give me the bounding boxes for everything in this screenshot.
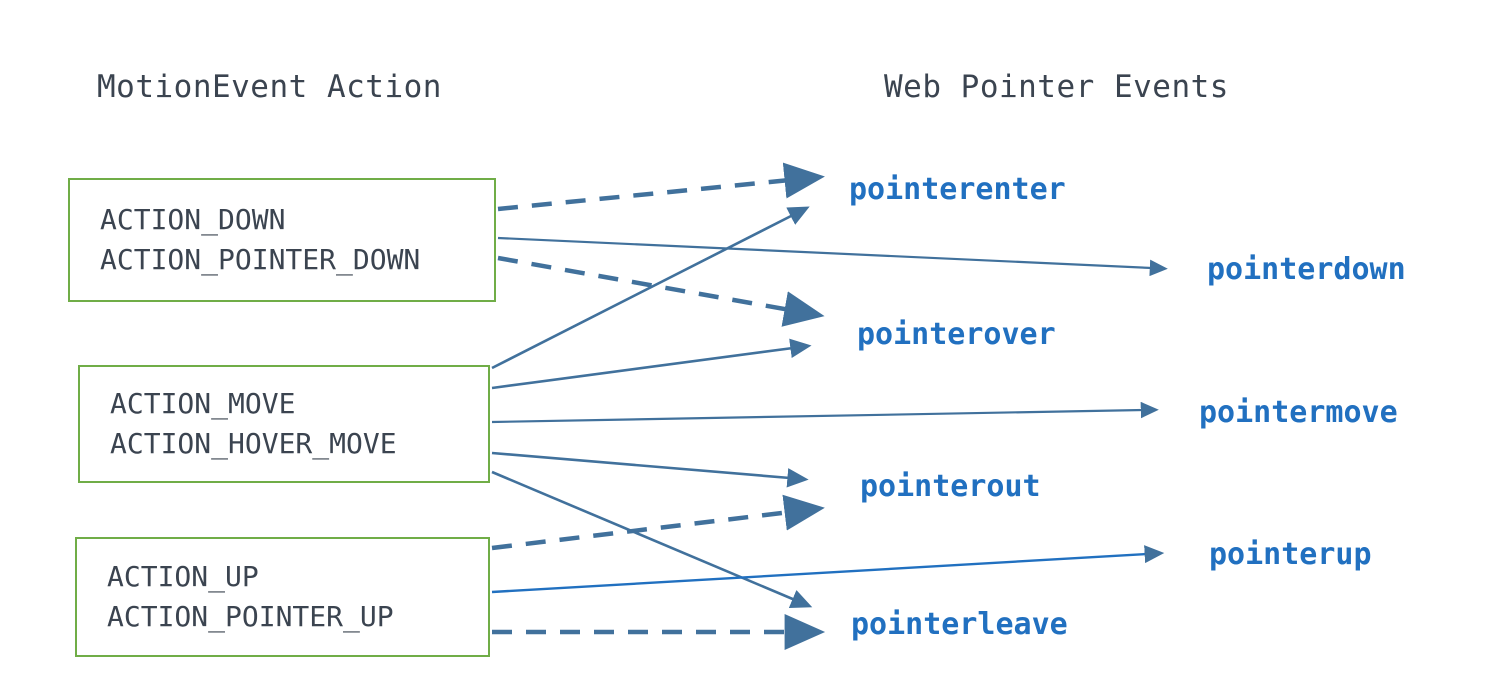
action-label-action-pointer-down: ACTION_POINTER_DOWN: [100, 243, 421, 276]
action-box-up[interactable]: ACTION_UP ACTION_POINTER_UP: [75, 537, 490, 657]
action-label-action-hover-move: ACTION_HOVER_MOVE: [110, 427, 397, 460]
event-label-pointerout[interactable]: pointerout: [860, 469, 1041, 504]
event-label-pointerenter[interactable]: pointerenter: [849, 172, 1066, 207]
column-title-web-pointer-events: Web Pointer Events: [884, 69, 1229, 105]
action-label-action-down: ACTION_DOWN: [100, 203, 286, 236]
action-box-move[interactable]: ACTION_MOVE ACTION_HOVER_MOVE: [78, 365, 490, 483]
event-label-pointerup[interactable]: pointerup: [1209, 537, 1372, 572]
event-label-pointerover[interactable]: pointerover: [857, 317, 1056, 352]
wire-move-to-pointerover: [491, 338, 812, 390]
column-title-motionevent: MotionEvent Action: [97, 69, 442, 105]
wire-up-to-pointerout: [491, 494, 825, 551]
wire-down-to-pointerdown: [497, 236, 1168, 277]
wire-move-to-pointerleave: [491, 470, 813, 608]
action-label-action-move: ACTION_MOVE: [110, 387, 296, 420]
wire-move-to-pointerenter: [491, 206, 810, 370]
action-label-action-up: ACTION_UP: [107, 560, 259, 593]
wire-move-to-pointermove: [491, 401, 1159, 424]
wire-move-to-pointerout: [491, 451, 809, 488]
wire-down-to-pointerover: [497, 255, 825, 327]
wire-down-to-pointerenter: [497, 162, 825, 212]
wire-up-to-pointerup: [491, 545, 1165, 594]
event-label-pointermove[interactable]: pointermove: [1199, 395, 1398, 430]
event-label-pointerleave[interactable]: pointerleave: [851, 607, 1068, 642]
action-box-down[interactable]: ACTION_DOWN ACTION_POINTER_DOWN: [68, 178, 496, 302]
event-label-pointerdown[interactable]: pointerdown: [1207, 252, 1406, 287]
action-label-action-pointer-up: ACTION_POINTER_UP: [107, 600, 394, 633]
